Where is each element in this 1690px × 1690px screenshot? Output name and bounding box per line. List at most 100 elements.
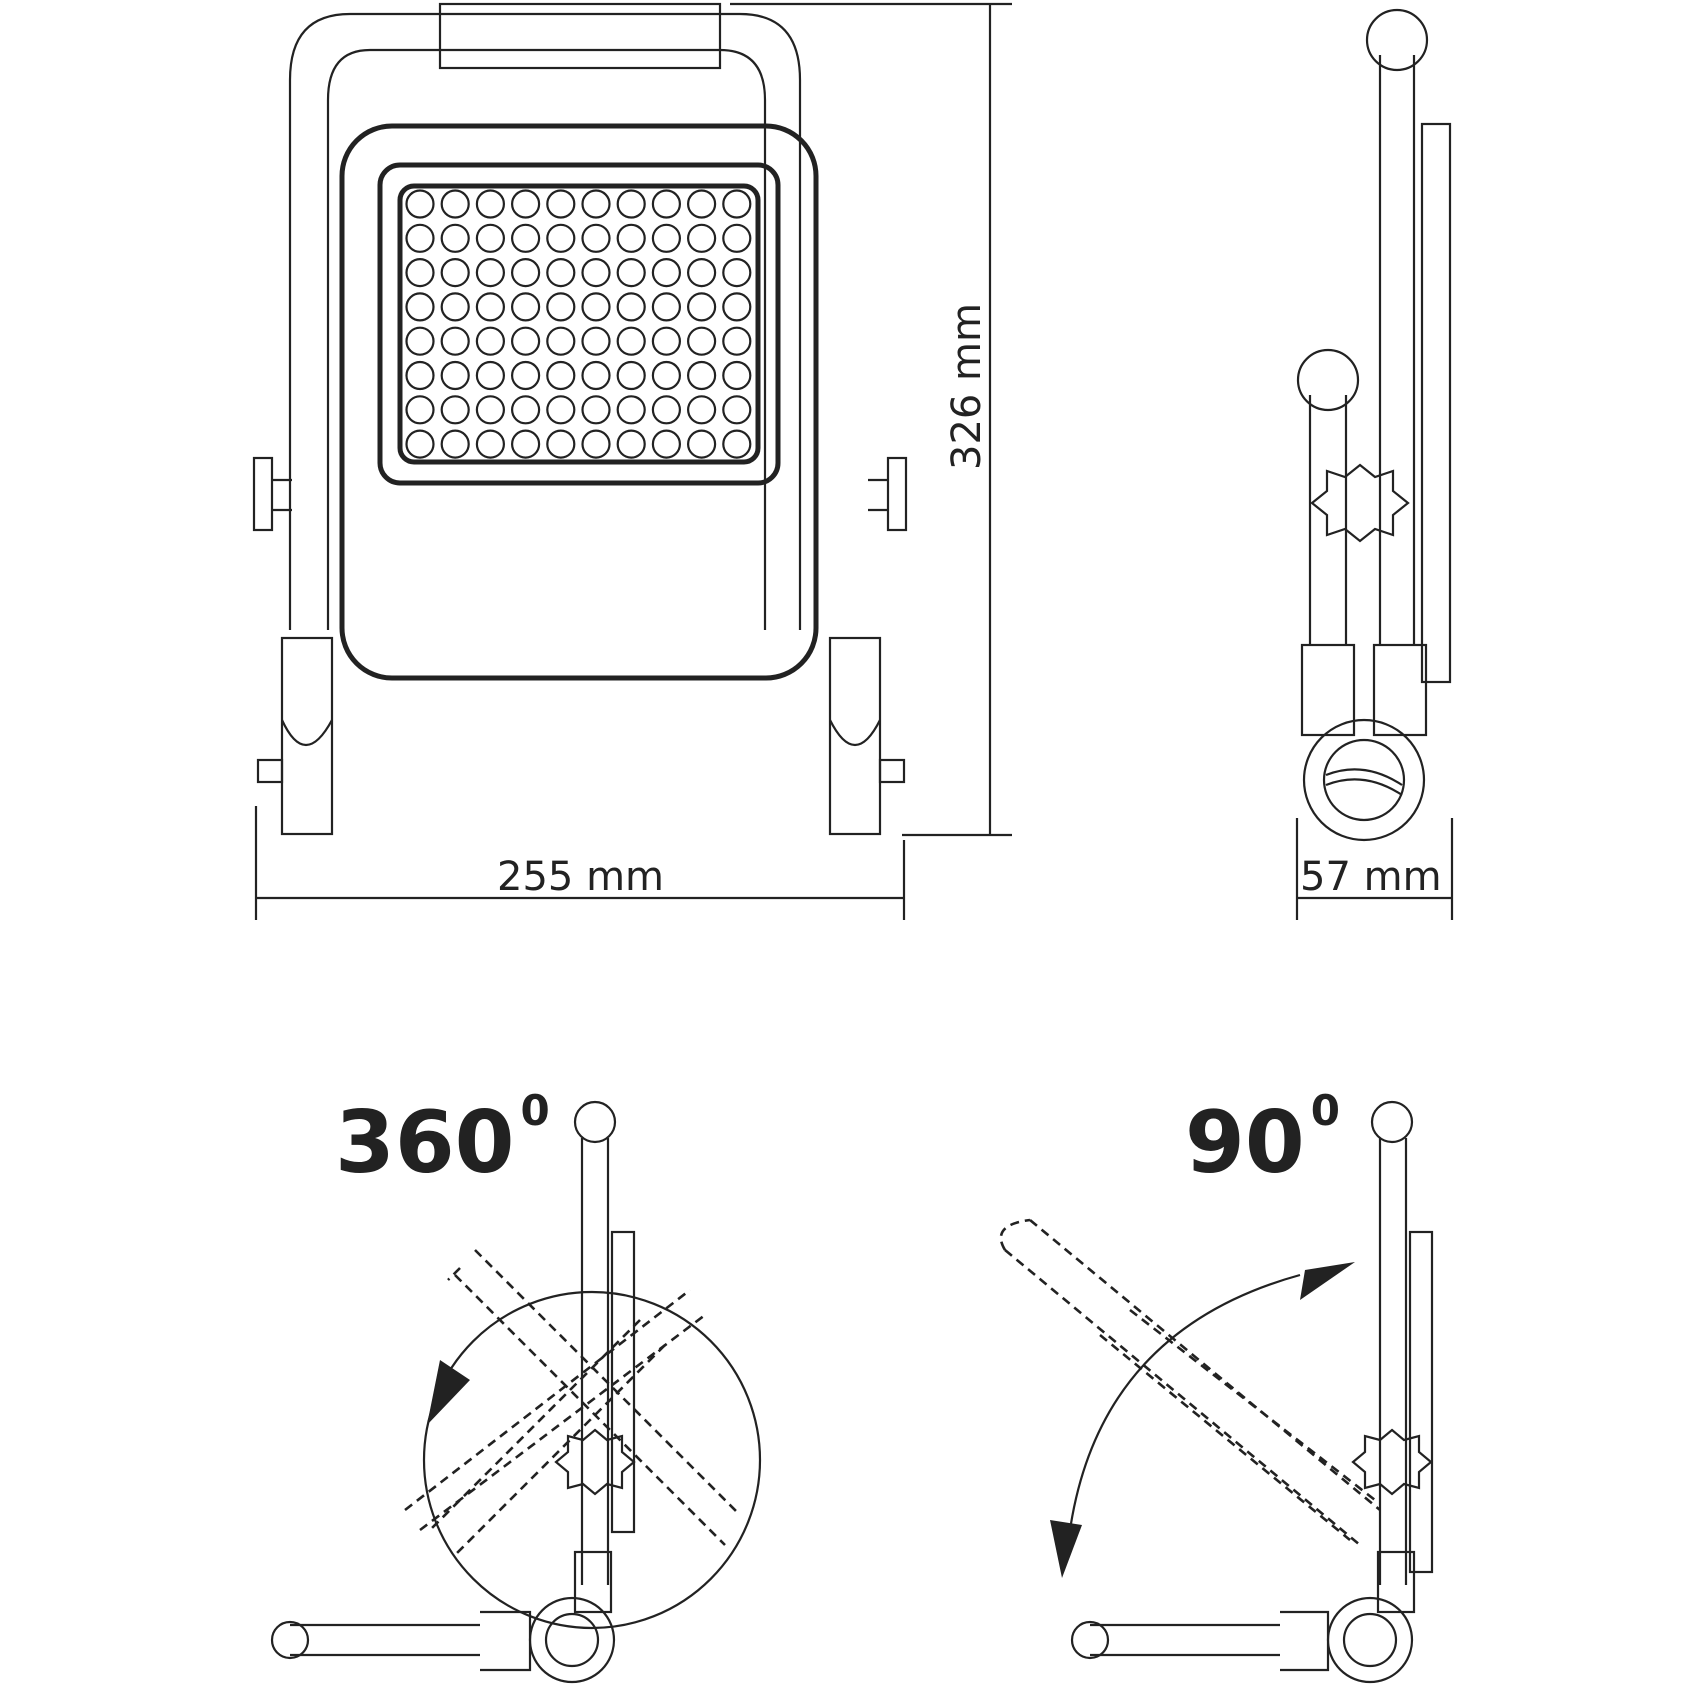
led [722, 223, 752, 253]
pivot-inner [544, 1612, 600, 1668]
led [722, 395, 752, 425]
led [475, 360, 505, 391]
led [686, 429, 717, 459]
led [616, 292, 646, 322]
led [546, 360, 576, 391]
led [616, 326, 646, 356]
pivot-inner [1342, 1612, 1398, 1668]
led [475, 395, 505, 425]
side-bracket-left [1300, 643, 1356, 737]
led [440, 189, 470, 219]
side-housing [1420, 122, 1452, 684]
led [722, 189, 752, 219]
right-foot-screw [878, 758, 906, 784]
led [686, 189, 717, 219]
led [651, 189, 682, 219]
led-panel [397, 183, 761, 465]
led [475, 258, 505, 288]
pivot-ring [1326, 1596, 1414, 1684]
right-knob [886, 456, 908, 532]
left-foot [280, 636, 334, 836]
led [651, 429, 682, 459]
led-array [405, 189, 752, 459]
led [616, 360, 646, 391]
base-leg [1090, 1610, 1330, 1672]
led [510, 326, 541, 356]
led [510, 258, 541, 288]
led [616, 223, 646, 253]
led [581, 395, 611, 425]
handle-end [1370, 1100, 1414, 1144]
tilt-90-label: 90 [1185, 1093, 1305, 1193]
side-pivot-inner [1322, 738, 1406, 822]
tilted-housing [1099, 1308, 1376, 1542]
housing-side [610, 1230, 636, 1534]
rotation-arrow-icon [427, 1360, 470, 1425]
led [722, 326, 752, 356]
led [405, 360, 435, 391]
led [405, 189, 435, 219]
depth-dimension-line [1295, 818, 1454, 920]
led [440, 326, 470, 356]
side-bracket-right [1372, 643, 1428, 737]
led [651, 223, 682, 253]
led [405, 429, 435, 459]
rotation-circle [422, 1290, 762, 1630]
bezel [377, 162, 781, 486]
led [616, 189, 646, 219]
width-dimension-line [254, 806, 906, 920]
handle-grip [438, 2, 722, 70]
pivot-ring [528, 1596, 616, 1684]
degree-mark: 0 [521, 1086, 550, 1135]
side-leg [1308, 395, 1348, 645]
led [686, 258, 717, 288]
led [546, 326, 576, 356]
bracket [1376, 1550, 1416, 1614]
led [651, 292, 682, 322]
led [581, 429, 611, 459]
led [510, 223, 541, 253]
tilt-arc [1068, 1273, 1301, 1531]
rotation-360-label: 360 [335, 1093, 515, 1193]
led [405, 395, 435, 425]
left-foot-screw [256, 758, 284, 784]
knob-stems [272, 478, 888, 512]
degree-mark: 0 [1311, 1086, 1340, 1135]
led [722, 258, 752, 288]
handle-end [573, 1100, 617, 1144]
led [686, 223, 717, 253]
led [510, 292, 541, 322]
side-handle-end [1365, 8, 1429, 72]
left-knob-icon [554, 1428, 636, 1496]
led [581, 326, 611, 356]
led [546, 258, 576, 288]
led [686, 326, 717, 356]
led [651, 258, 682, 288]
led [405, 223, 435, 253]
led [546, 292, 576, 322]
led [546, 429, 576, 459]
led [440, 360, 470, 391]
depth-label: 57 mm [1300, 854, 1442, 900]
led [475, 189, 505, 219]
led [722, 429, 752, 459]
led [651, 395, 682, 425]
left-knob [252, 456, 274, 532]
led [440, 223, 470, 253]
led [510, 429, 541, 459]
height-label: 326 mm [944, 303, 990, 470]
led [616, 395, 646, 425]
side-view: 57 mm [1295, 8, 1454, 920]
led [581, 258, 611, 288]
rotated-position-a [429, 1249, 741, 1556]
housing-side [1408, 1230, 1434, 1574]
led [475, 223, 505, 253]
bracket [573, 1550, 613, 1614]
led [581, 189, 611, 219]
led [616, 429, 646, 459]
led [475, 326, 505, 356]
led [475, 292, 505, 322]
led [440, 429, 470, 459]
width-label: 255 mm [497, 854, 664, 900]
side-pivot-ring [1302, 718, 1426, 842]
